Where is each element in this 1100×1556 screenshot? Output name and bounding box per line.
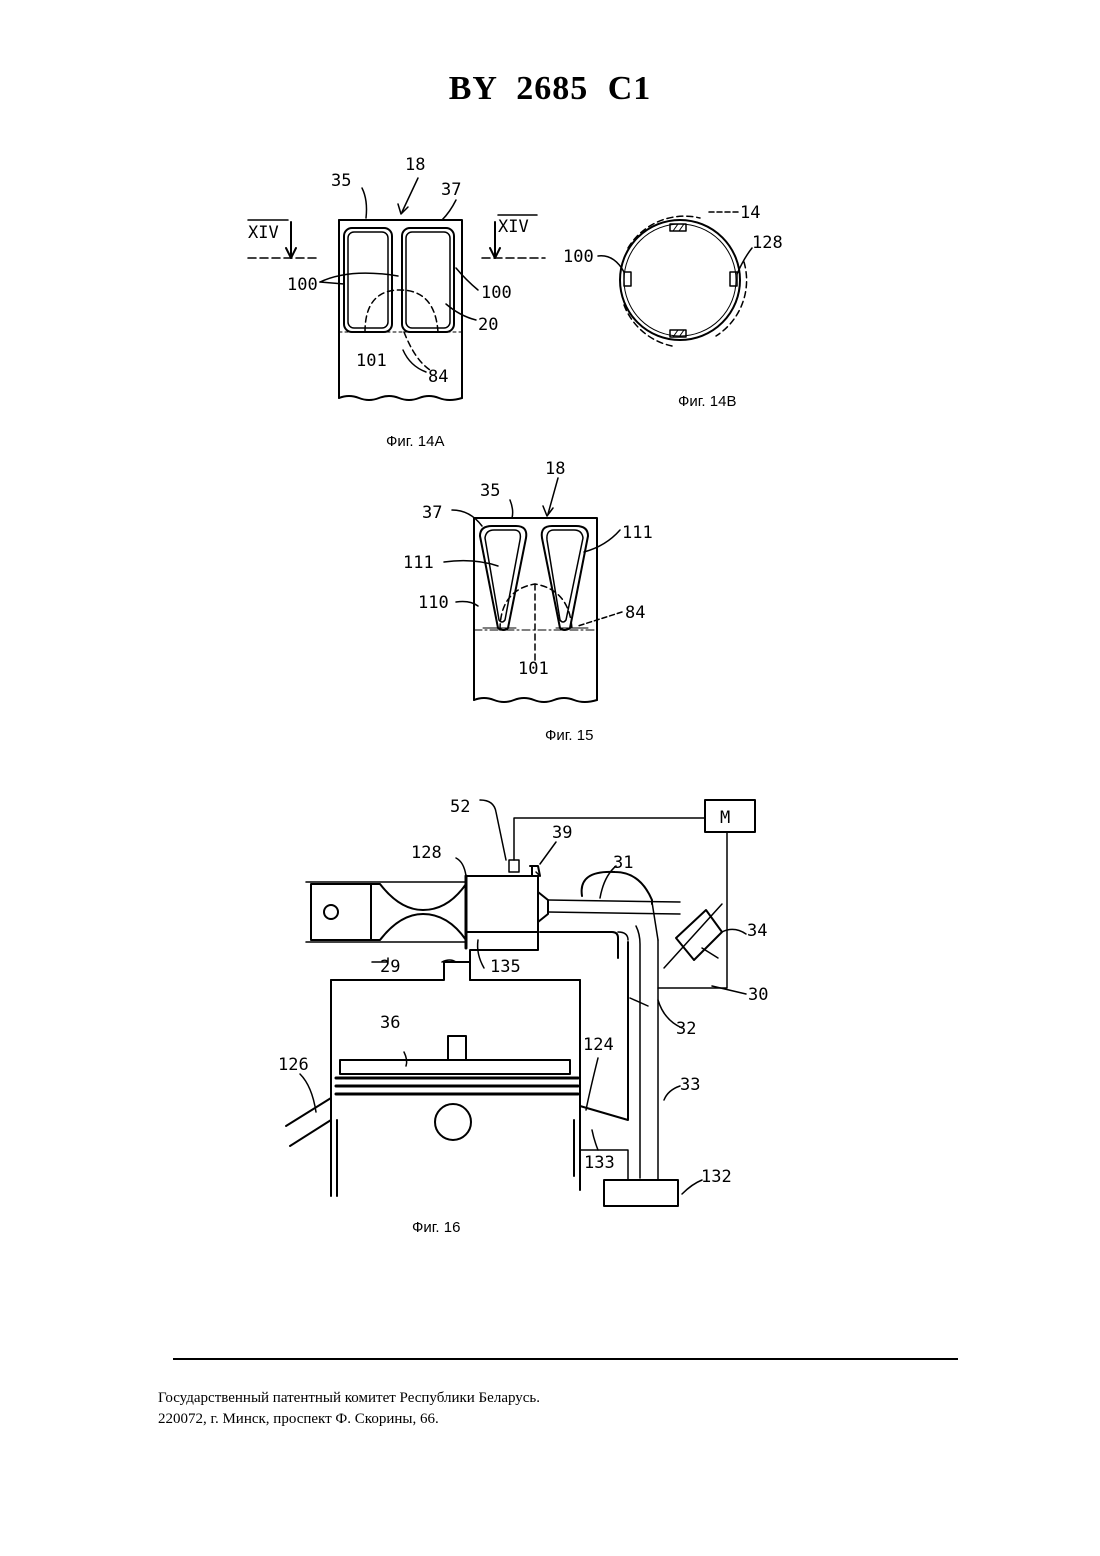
- fig16-label-52: 52: [450, 797, 470, 817]
- fig15-label-18: 18: [545, 459, 565, 479]
- fig16-label-128: 128: [411, 843, 442, 863]
- figure-16: [286, 800, 755, 1206]
- footer-divider: [173, 1358, 958, 1360]
- fig14a-label-20: 20: [478, 315, 498, 335]
- footer-address: 220072, г. Минск, проспект Ф. Скорины, 6…: [158, 1409, 540, 1430]
- fig14b-label-14: 14: [740, 203, 760, 223]
- fig14a-caption: Фиг. 14A: [386, 433, 444, 450]
- fig16-label-34: 34: [747, 921, 767, 941]
- fig14a-label-100-right: 100: [481, 283, 512, 303]
- fig14a-label-35: 35: [331, 171, 351, 191]
- fig14b-caption: Фиг. 14B: [678, 393, 736, 410]
- fig15-caption: Фиг. 15: [545, 727, 593, 744]
- fig16-label-33: 33: [680, 1075, 700, 1095]
- fig14a-label-101: 101: [356, 351, 387, 371]
- fig14a-label-18: 18: [405, 155, 425, 175]
- fig14a-label-xiv-left: XIV: [248, 223, 279, 243]
- fig16-caption: Фиг. 16: [412, 1219, 460, 1236]
- fig16-label-36: 36: [380, 1013, 400, 1033]
- fig16-label-133: 133: [584, 1153, 615, 1173]
- fig16-label-126: 126: [278, 1055, 309, 1075]
- fig14a-label-84: 84: [428, 367, 448, 387]
- fig16-label-31: 31: [613, 853, 633, 873]
- figure-14b: [598, 212, 752, 346]
- fig15-label-37: 37: [422, 503, 442, 523]
- fig15-label-111-left: 111: [403, 553, 434, 573]
- fig15-label-101: 101: [518, 659, 549, 679]
- fig15-label-84: 84: [625, 603, 645, 623]
- fig16-label-M: M: [720, 808, 730, 828]
- fig16-label-32: 32: [676, 1019, 696, 1039]
- fig15-label-111-right: 111: [622, 523, 653, 543]
- fig16-label-29: 29: [380, 957, 400, 977]
- footer-organization: Государственный патентный комитет Респуб…: [158, 1388, 540, 1409]
- fig14a-label-xiv-right: XIV: [498, 217, 529, 237]
- fig14a-label-100-left: 100: [287, 275, 318, 295]
- fig14b-label-100: 100: [563, 247, 594, 267]
- fig16-label-132: 132: [701, 1167, 732, 1187]
- fig16-label-135: 135: [490, 957, 521, 977]
- fig16-label-124: 124: [583, 1035, 614, 1055]
- fig15-label-110: 110: [418, 593, 449, 613]
- fig16-label-30: 30: [748, 985, 768, 1005]
- fig14a-label-37: 37: [441, 180, 461, 200]
- footer: Государственный патентный комитет Респуб…: [158, 1388, 540, 1430]
- fig15-label-35: 35: [480, 481, 500, 501]
- fig14b-label-128: 128: [752, 233, 783, 253]
- fig16-label-39: 39: [552, 823, 572, 843]
